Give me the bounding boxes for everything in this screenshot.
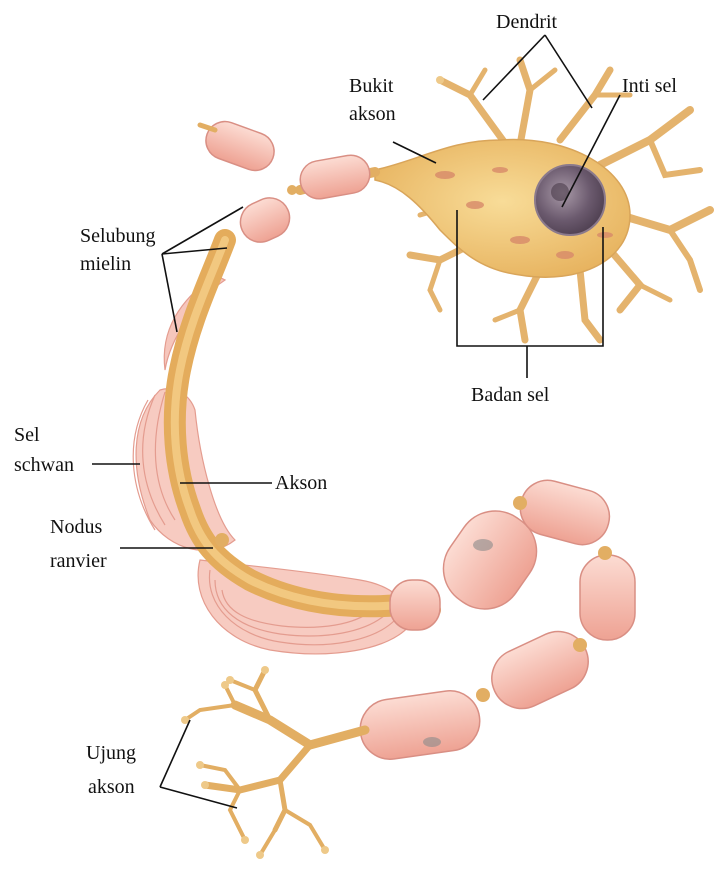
label-bukit-akson-line1: Bukit — [349, 72, 393, 100]
label-dendrit: Dendrit — [496, 8, 557, 36]
label-selubung-mielin-line2: mielin — [80, 250, 131, 278]
myelin-top — [201, 116, 373, 249]
label-nodus-ranvier-line2: ranvier — [50, 547, 107, 575]
label-badan-sel: Badan sel — [471, 381, 549, 409]
nucleus — [535, 165, 605, 235]
label-inti-sel: Inti sel — [622, 72, 677, 100]
label-akson: Akson — [275, 469, 327, 497]
label-nodus-ranvier-line1: Nodus — [50, 513, 102, 541]
label-sel-schwan-line1: Sel — [14, 421, 40, 449]
label-sel-schwan-line2: schwan — [14, 451, 74, 479]
label-ujung-akson-line1: Ujung — [86, 739, 136, 767]
label-ujung-akson-line2: akson — [88, 773, 135, 801]
label-selubung-mielin-line1: Selubung — [80, 222, 156, 250]
myelin-chain — [356, 474, 635, 763]
axon-terminals — [185, 670, 365, 855]
label-bukit-akson-line2: akson — [349, 100, 396, 128]
